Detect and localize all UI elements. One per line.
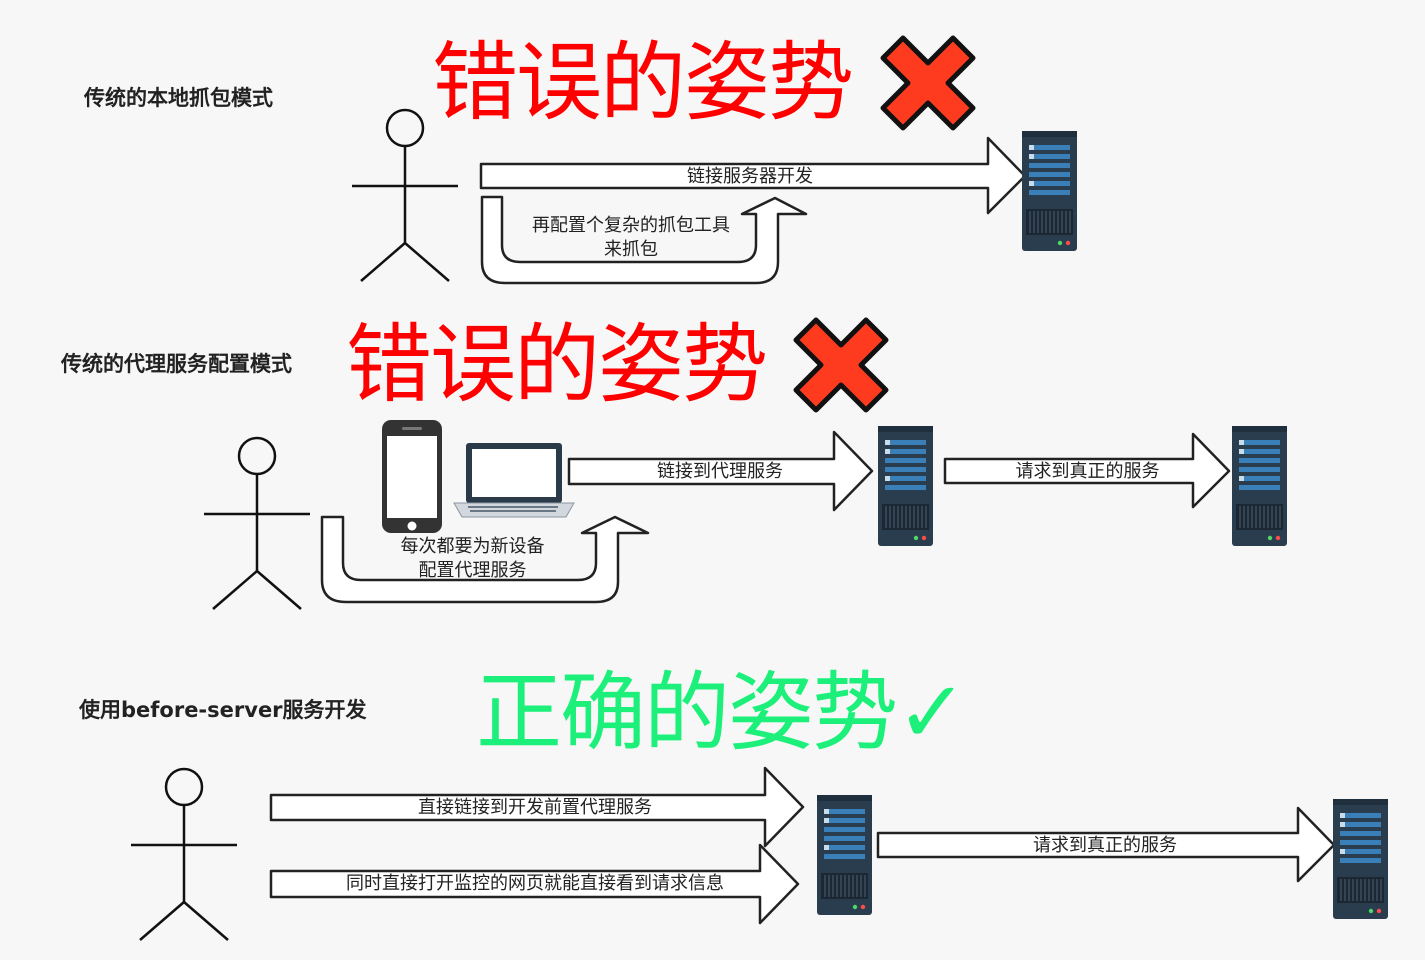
wrong-posture-title: 错误的姿势 bbox=[346, 315, 768, 415]
loop-label-line2: 配置代理服务 bbox=[418, 560, 527, 581]
arrow-label-request-real: 请求到真正的服务 bbox=[1015, 461, 1160, 482]
loop-label-line2: 来抓包 bbox=[604, 239, 658, 260]
person-figure bbox=[202, 436, 312, 611]
loop-label-line1: 再配置个复杂的抓包工具 bbox=[532, 215, 730, 236]
section-label-proxy-config: 传统的代理服务配置模式 bbox=[61, 352, 292, 376]
arrow-label-connect-server: 链接服务器开发 bbox=[687, 166, 813, 187]
server-icon bbox=[816, 794, 873, 916]
correct-posture-title: 正确的姿势✓ bbox=[476, 663, 968, 763]
arrow-loop-config bbox=[320, 515, 650, 604]
wrong-posture-title: 错误的姿势 bbox=[432, 33, 854, 133]
arrow-connect-server bbox=[479, 136, 1027, 215]
section-label-before-server: 使用before-server服务开发 bbox=[79, 698, 367, 722]
server-icon bbox=[1332, 798, 1389, 920]
arrow-label-request-real: 请求到真正的服务 bbox=[1033, 835, 1177, 856]
person-figure bbox=[350, 108, 460, 283]
arrow-direct-proxy bbox=[269, 766, 805, 848]
arrow-label-connect-proxy: 链接到代理服务 bbox=[657, 461, 783, 482]
server-icon bbox=[877, 425, 934, 547]
arrow-label-direct-proxy: 直接链接到开发前置代理服务 bbox=[418, 797, 652, 818]
arrow-connect-proxy bbox=[567, 430, 874, 512]
wrong-cross-icon bbox=[796, 320, 886, 410]
arrow-loop-capture bbox=[480, 195, 808, 285]
laptop-icon bbox=[453, 443, 575, 518]
arrow-request-real bbox=[876, 806, 1336, 883]
section-label-local-capture: 传统的本地抓包模式 bbox=[84, 86, 273, 110]
phone-icon bbox=[382, 420, 442, 533]
arrow-request-real bbox=[943, 432, 1231, 509]
arrow-monitor-page bbox=[269, 843, 800, 925]
arrow-label-monitor-page: 同时直接打开监控的网页就能直接看到请求信息 bbox=[346, 873, 724, 894]
server-icon bbox=[1021, 130, 1078, 252]
server-icon bbox=[1231, 425, 1288, 547]
person-figure bbox=[129, 767, 239, 942]
loop-label-line1: 每次都要为新设备 bbox=[400, 536, 545, 557]
wrong-cross-icon bbox=[883, 38, 973, 128]
